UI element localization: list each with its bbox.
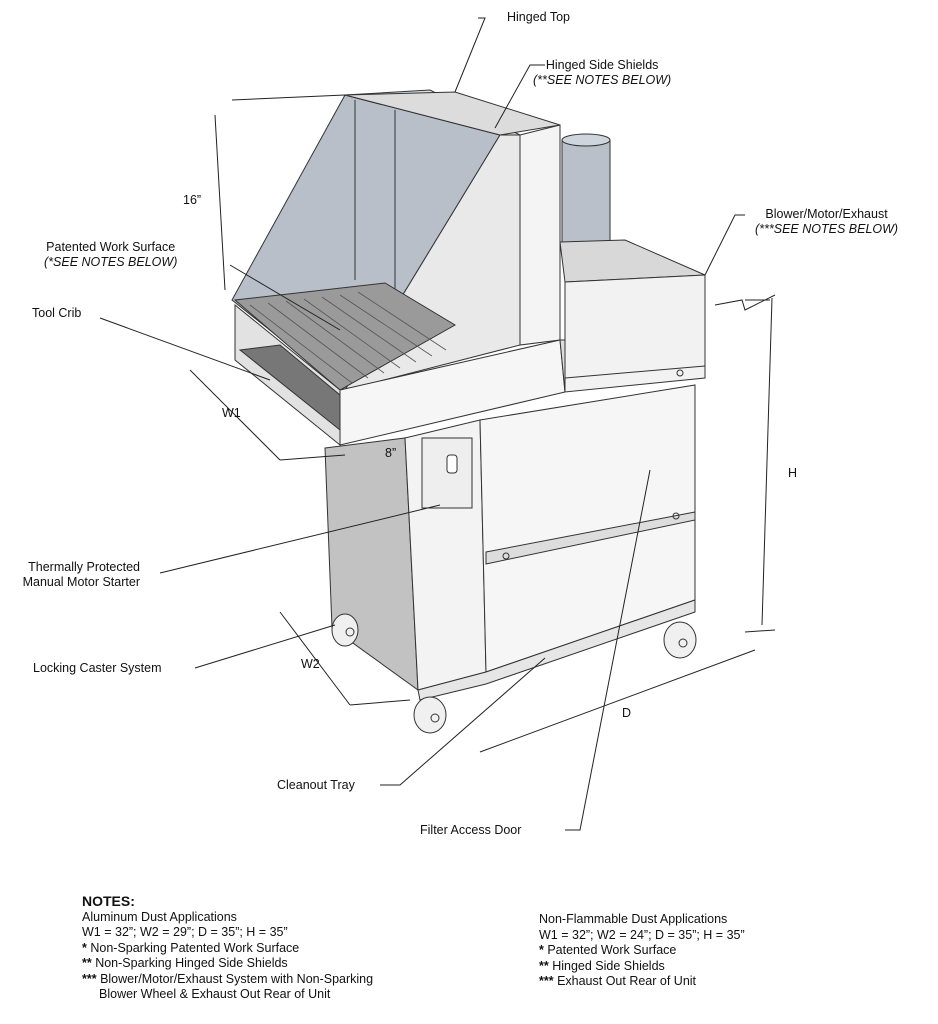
label-text: Hinged Side Shields	[545, 58, 659, 72]
notes-heading: Aluminum Dust Applications	[82, 909, 237, 924]
note-text: Non-Sparking Patented Work Surface	[86, 940, 300, 955]
notes-aluminum: NOTES: Aluminum Dust Applications W1 = 3…	[82, 893, 373, 1003]
dim-h: H	[788, 466, 798, 480]
note-mark: *	[82, 940, 87, 955]
note-text: Patented Work Surface	[543, 943, 677, 957]
note-mark: **	[539, 958, 549, 973]
dim-16: 16”	[183, 193, 202, 207]
dim-d: D	[622, 706, 632, 720]
door-handle-bar	[485, 511, 696, 565]
notes-heading: Non-Flammable Dust Applications	[539, 912, 728, 926]
note-mark: **	[82, 956, 92, 970]
note-text: Blower/Motor/Exhaust System with Non-Spa…	[96, 971, 374, 986]
dim-w2: W2	[301, 657, 320, 671]
label-motor-starter: Thermally Protected Manual Motor Starter	[4, 560, 140, 590]
note-1: * Patented Work Surface	[539, 943, 745, 959]
note-text: Hinged Side Shields	[548, 958, 665, 973]
note-mark: *	[539, 943, 544, 957]
blower-box	[559, 239, 706, 393]
notes-dims: W1 = 32”; W2 = 29”; D = 35”; H = 35”	[82, 925, 288, 939]
label-text: Thermally Protected	[28, 560, 140, 574]
note-text: Exhaust Out Rear of Unit	[553, 974, 697, 988]
note-2: ** Hinged Side Shields	[539, 959, 745, 975]
dim-w1: W1	[222, 406, 241, 420]
label-note: (**SEE NOTES BELOW)	[533, 73, 672, 87]
notes-title: NOTES:	[82, 893, 135, 909]
exhaust-stack	[561, 133, 626, 265]
motor-starter	[421, 437, 473, 509]
note-text: Non-Sparking Hinged Side Shields	[91, 956, 288, 970]
note-3: *** Exhaust Out Rear of Unit	[539, 974, 745, 990]
label-text: Manual Motor Starter	[22, 575, 140, 589]
note-1: * Non-Sparking Patented Work Surface	[82, 941, 373, 957]
work-surface	[233, 282, 456, 391]
note-mark: ***	[539, 974, 554, 988]
dimension-lines	[189, 94, 776, 753]
casters	[331, 613, 697, 734]
label-blower: Blower/Motor/Exhaust (***SEE NOTES BELOW…	[755, 207, 898, 237]
notes-dims: W1 = 32”; W2 = 24”; D = 35”; H = 35”	[539, 927, 745, 942]
label-filter-door: Filter Access Door	[420, 823, 522, 837]
label-tool-crib: Tool Crib	[32, 306, 82, 320]
note-3-cont: Blower Wheel & Exhaust Out Rear of Unit	[99, 987, 331, 1001]
label-caster: Locking Caster System	[33, 661, 162, 675]
note-mark: ***	[82, 971, 97, 986]
label-text: Patented Work Surface	[46, 240, 176, 254]
note-2: ** Non-Sparking Hinged Side Shields	[82, 956, 373, 972]
label-note: (***SEE NOTES BELOW)	[755, 222, 899, 236]
cabinet	[324, 384, 696, 701]
dim-8: 8”	[385, 446, 397, 460]
filter-access-door	[479, 384, 696, 673]
label-hinged-top: Hinged Top	[507, 10, 571, 24]
note-3: *** Blower/Motor/Exhaust System with Non…	[82, 972, 373, 988]
hinged-side-shield	[519, 124, 561, 346]
label-note: (*SEE NOTES BELOW)	[44, 255, 178, 269]
leader-lines	[99, 17, 745, 831]
label-text: Blower/Motor/Exhaust	[765, 207, 888, 221]
notes-non-flammable: Non-Flammable Dust Applications W1 = 32”…	[539, 912, 745, 990]
label-work-surface: Patented Work Surface (*SEE NOTES BELOW)	[44, 240, 177, 270]
label-hinged-side-shields: Hinged Side Shields (**SEE NOTES BELOW)	[533, 58, 671, 88]
label-cleanout: Cleanout Tray	[277, 778, 355, 792]
